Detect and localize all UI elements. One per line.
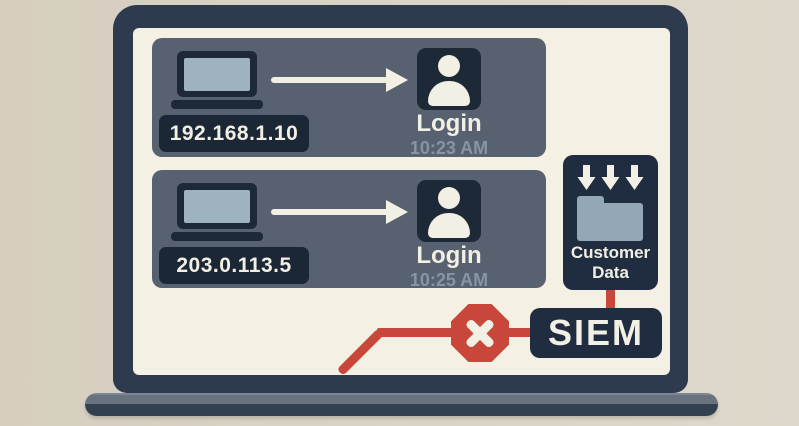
laptop-screen: 192.168.1.10 Login 10:23 AM 203.0.113.5 …	[133, 28, 670, 376]
computer-base-shape	[171, 100, 263, 109]
laptop-base	[85, 393, 718, 416]
login-event-row-2: 203.0.113.5 Login 10:25 AM	[152, 170, 546, 290]
login-event-row-1: 192.168.1.10 Login 10:23 AM	[152, 38, 546, 158]
down-arrow-icon	[577, 165, 596, 190]
red-connector-left	[377, 328, 459, 337]
computer-screen-shape	[177, 183, 257, 229]
event-timestamp: 10:25 AM	[409, 270, 489, 290]
customer-data-label: Customer Data	[570, 243, 651, 282]
computer-base-shape	[171, 232, 263, 241]
red-connector-vertical	[606, 284, 615, 312]
computer-icon	[171, 51, 263, 122]
red-connector-right	[505, 328, 535, 337]
blocked-x-icon	[451, 304, 509, 362]
customer-data-panel: Customer Data	[563, 155, 658, 290]
event-action-label: Login	[416, 242, 482, 269]
down-arrow-icon	[625, 165, 644, 190]
laptop-frame: 192.168.1.10 Login 10:23 AM 203.0.113.5 …	[113, 5, 688, 393]
ip-address: 203.0.113.5	[176, 254, 292, 277]
user-icon	[417, 48, 481, 110]
event-timestamp: 10:23 AM	[409, 138, 489, 158]
download-arrows-icon	[563, 165, 658, 191]
folder-icon	[577, 196, 643, 241]
ip-address-badge: 203.0.113.5	[159, 247, 309, 284]
user-icon	[417, 180, 481, 242]
siem-label: SIEM	[547, 312, 644, 353]
siem-box: SIEM	[530, 308, 662, 358]
ip-address-badge: 192.168.1.10	[159, 115, 309, 152]
down-arrow-icon	[601, 165, 620, 190]
computer-icon	[171, 183, 263, 254]
computer-screen-shape	[177, 51, 257, 97]
ip-address: 192.168.1.10	[169, 122, 299, 145]
event-action-label: Login	[416, 110, 482, 137]
